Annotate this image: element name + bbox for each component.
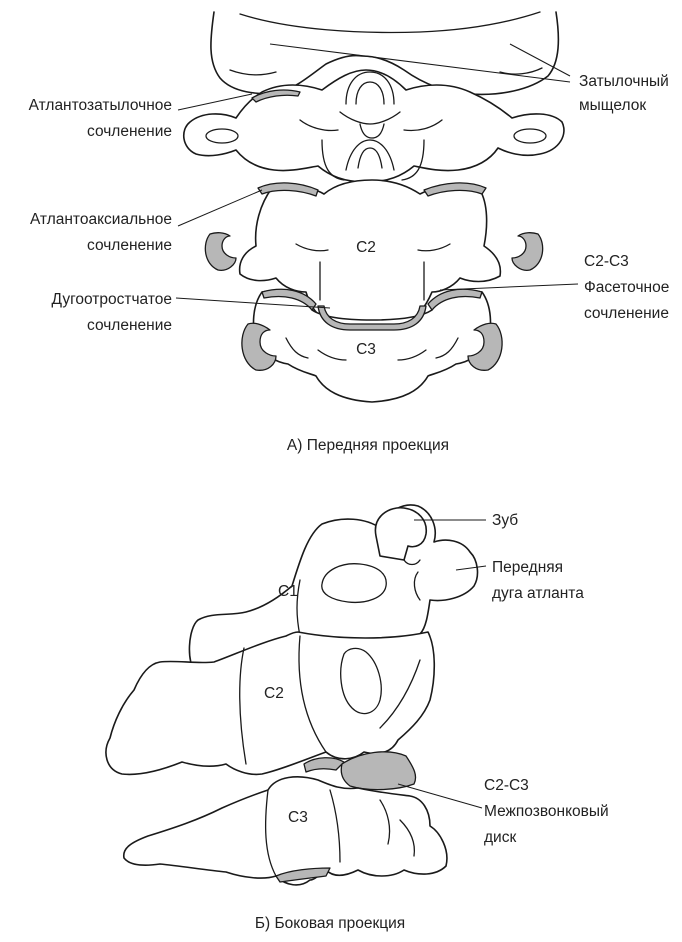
caption-lateral-view: Б) Боковая проекция — [255, 915, 405, 932]
label-c1-lateral: С1 — [278, 583, 298, 600]
label-anterior-arch-2: дуга атланта — [492, 585, 584, 602]
c3-lateral — [124, 777, 447, 885]
label-atlanto-occipital-1: Атлантозатылочное — [29, 97, 172, 114]
label-disc-1: С2-С3 — [484, 777, 529, 794]
label-c2-anterior: С2 — [356, 239, 376, 256]
label-occipital-condyle-2: мыщелок — [579, 97, 646, 114]
label-uncovertebral-2: сочленение — [87, 317, 172, 334]
anterior-view: Затылочный мыщелок Атлантозатылочное соч… — [29, 12, 670, 454]
label-anterior-arch-1: Передняя — [492, 559, 563, 576]
label-atlanto-axial-1: Атлантоаксиальное — [30, 211, 172, 228]
label-c3-anterior: С3 — [356, 341, 376, 358]
label-c2c3-facet-1: С2-С3 — [584, 253, 629, 270]
label-occipital-condyle-1: Затылочный — [579, 73, 669, 90]
caption-anterior-view: А) Передняя проекция — [287, 437, 449, 454]
label-uncovertebral-1: Дугоотростчатое — [51, 291, 172, 308]
label-atlanto-occipital-2: сочленение — [87, 123, 172, 140]
label-c2-lateral: С2 — [264, 685, 284, 702]
label-disc-3: диск — [484, 829, 516, 846]
label-dens: Зуб — [492, 512, 518, 529]
label-disc-2: Межпозвонковый — [484, 803, 609, 820]
label-c3-lateral: С3 — [288, 809, 308, 826]
label-c2c3-facet-3: сочленение — [584, 305, 669, 322]
label-c2c3-facet-2: Фасеточное — [584, 279, 669, 296]
label-atlanto-axial-2: сочленение — [87, 237, 172, 254]
lateral-view: Зуб Передняя дуга атланта С1 С2 С3 С2-С3… — [106, 505, 609, 932]
